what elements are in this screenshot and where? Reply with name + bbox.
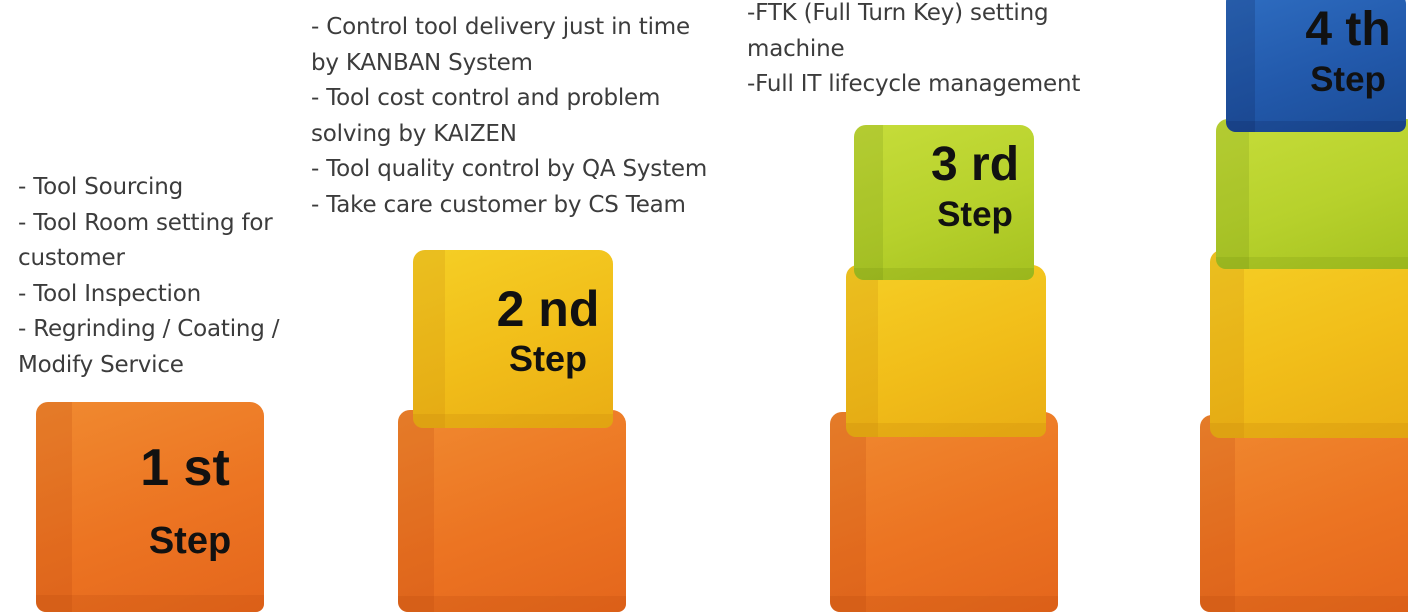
step-3-line: -Full IT lifecycle management bbox=[747, 71, 1081, 97]
step-2-line: - Tool cost control and problem bbox=[311, 85, 661, 111]
step-3-description: -FTK (Full Turn Key) setting machine -Fu… bbox=[747, 0, 1080, 103]
step-1-line: - Regrinding / Coating / bbox=[18, 316, 280, 342]
step-1-line: - Tool Sourcing bbox=[18, 174, 184, 200]
step-3-orange-block bbox=[830, 412, 1058, 612]
step-4-yellow-block bbox=[1210, 250, 1408, 438]
step-3-green-block: 3 rd Step bbox=[854, 125, 1034, 280]
step-3-line: machine bbox=[747, 35, 845, 62]
step-4-blue-block: 4 th Step bbox=[1226, 0, 1406, 132]
step-2-line: - Control tool delivery just in time bbox=[311, 14, 690, 40]
step-3-line: -FTK (Full Turn Key) setting bbox=[747, 0, 1049, 26]
step-4-word: Step bbox=[1310, 60, 1386, 99]
step-2-orange-block bbox=[398, 410, 626, 612]
step-1-number: 1 st bbox=[140, 439, 230, 497]
step-2-yellow-block: 2 nd Step bbox=[413, 250, 613, 428]
step-1-line: customer bbox=[18, 245, 125, 271]
step-3-yellow-block bbox=[846, 265, 1046, 437]
step-4-number: 4 th bbox=[1305, 3, 1391, 56]
step-1-description: - Tool Sourcing - Tool Room setting for … bbox=[18, 170, 280, 383]
step-4-green-block bbox=[1216, 119, 1408, 269]
step-2-word: Step bbox=[508, 338, 587, 379]
step-2-line: by KANBAN System bbox=[311, 49, 533, 76]
step-4-orange-block bbox=[1200, 415, 1408, 612]
step-1-word: Step bbox=[148, 520, 232, 562]
step-3-word: Step bbox=[937, 195, 1013, 234]
step-1-line: - Tool Room setting for bbox=[18, 209, 273, 236]
step-2-line: - Take care customer by CS Team bbox=[311, 191, 686, 218]
step-1-line: Modify Service bbox=[18, 351, 184, 378]
step-3-number: 3 rd bbox=[930, 138, 1020, 191]
step-2-line: - Tool quality control by QA System bbox=[311, 156, 708, 182]
step-1-orange-block: 1 st Step bbox=[36, 402, 264, 612]
step-2-number: 2 nd bbox=[496, 281, 600, 337]
step-1-line: - Tool Inspection bbox=[18, 280, 201, 307]
step-2-line: solving by KAIZEN bbox=[311, 120, 517, 147]
step-2-description: - Control tool delivery just in time by … bbox=[311, 10, 707, 223]
